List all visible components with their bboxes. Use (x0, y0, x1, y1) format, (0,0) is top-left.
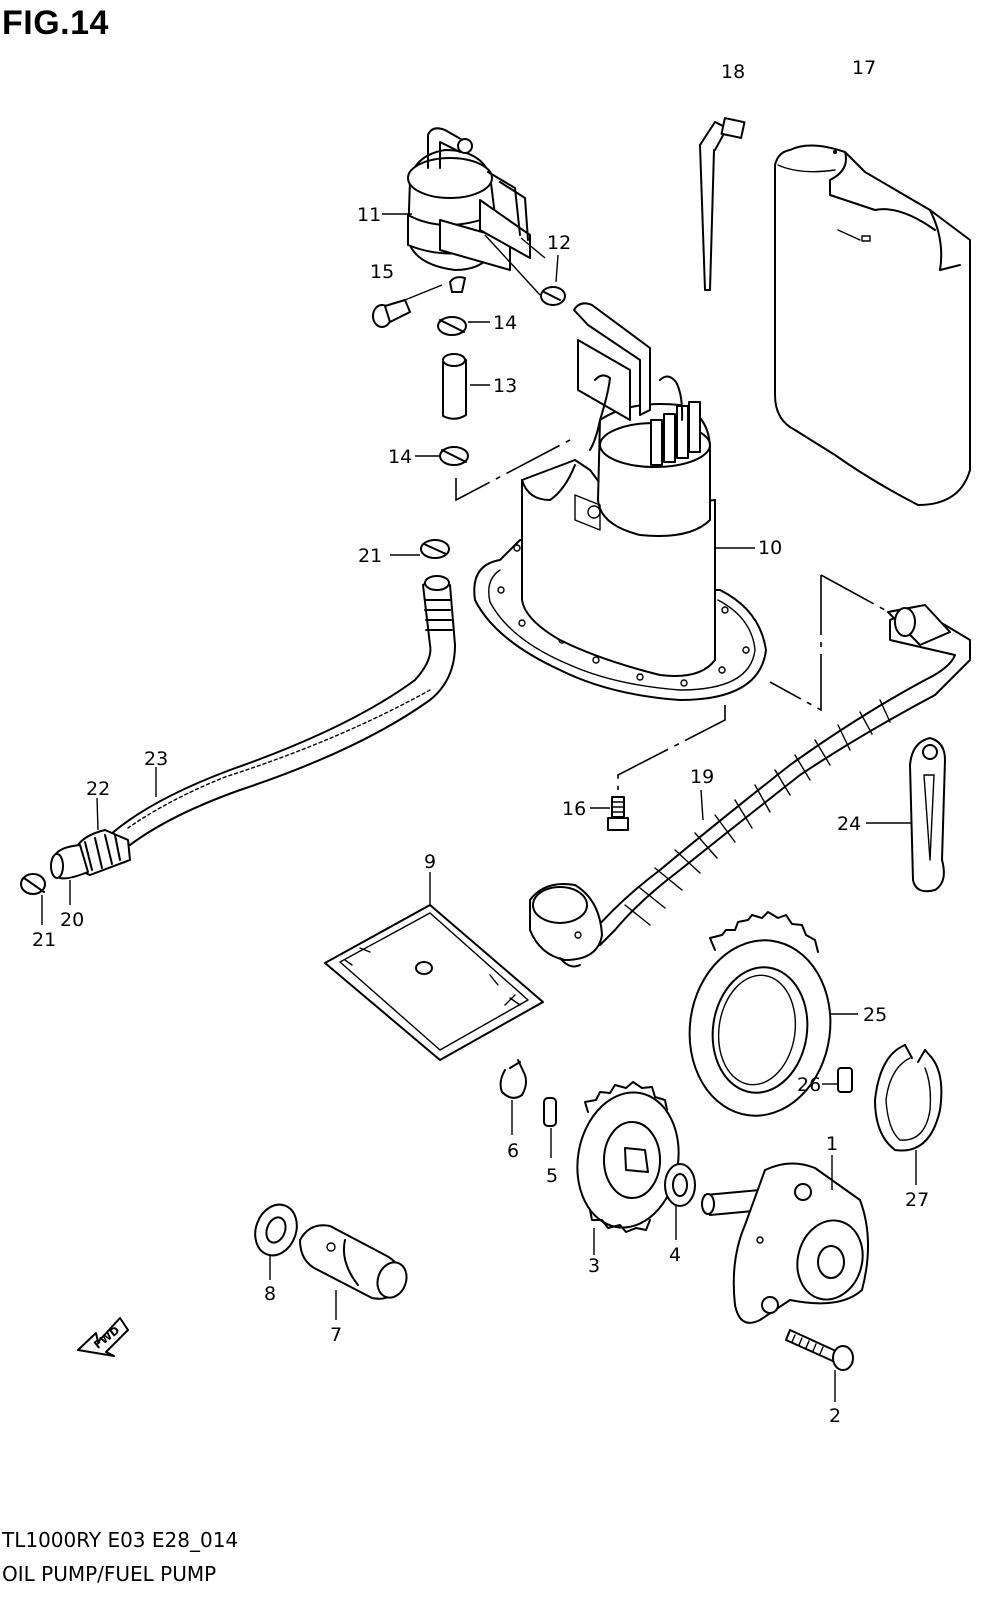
callout-13: 13 (493, 375, 517, 397)
callout-12: 12 (547, 232, 571, 254)
callout-14b: 14 (388, 446, 412, 468)
part-washer-4 (664, 1163, 696, 1207)
callout-6: 6 (507, 1140, 519, 1162)
part-cover (774, 144, 971, 506)
part-clamp-18 (699, 117, 746, 291)
callout-2: 2 (829, 1405, 841, 1427)
callout-21b: 21 (32, 929, 56, 951)
callout-20: 20 (60, 909, 84, 931)
part-bolt-16 (607, 796, 629, 831)
part-fuel-filter (407, 127, 531, 293)
figure-title: FIG.14 (2, 4, 109, 42)
part-screw-2 (785, 1329, 854, 1371)
part-fuel-pump (473, 302, 767, 701)
callout-21a: 21 (358, 545, 382, 567)
part-bolt-15 (372, 299, 411, 328)
callout-1: 1 (826, 1133, 838, 1155)
callout-22: 22 (86, 778, 110, 800)
callout-10: 10 (758, 537, 782, 559)
callout-7: 7 (330, 1324, 342, 1346)
callout-23: 23 (144, 748, 168, 770)
callout-4: 4 (669, 1244, 681, 1266)
part-hose-13 (442, 353, 467, 420)
callout-5: 5 (546, 1165, 558, 1187)
callout-11: 11 (357, 204, 381, 226)
part-driven-gear-3 (576, 1081, 680, 1233)
part-hose-23 (109, 575, 456, 846)
callout-27: 27 (905, 1189, 929, 1211)
callout-26: 26 (797, 1074, 821, 1096)
part-clamp-21-lower (20, 873, 46, 895)
part-oil-pump-body (701, 1162, 869, 1324)
part-washer-8 (254, 1203, 298, 1257)
part-circlip-6 (499, 1059, 527, 1099)
callout-17: 17 (852, 57, 876, 79)
part-clamp-12 (540, 286, 566, 306)
part-clamp-21-upper (420, 539, 450, 559)
callout-16: 16 (562, 798, 586, 820)
section-title: OIL PUMP/FUEL PUMP (2, 1562, 217, 1586)
part-gasket (324, 904, 544, 1061)
part-clamp-14-lower (439, 446, 469, 466)
part-clamp-14-upper (437, 316, 467, 336)
fwd-arrow-icon: FWD (77, 1317, 129, 1357)
part-circlip-27 (874, 1044, 943, 1152)
part-cover-22 (50, 829, 131, 880)
part-clamp-24 (909, 737, 946, 893)
callout-8: 8 (264, 1283, 276, 1305)
callout-19: 19 (690, 766, 714, 788)
callout-24: 24 (837, 813, 861, 835)
callout-3: 3 (588, 1255, 600, 1277)
part-shaft-7 (299, 1224, 408, 1300)
callout-15: 15 (370, 261, 394, 283)
model-code: TL1000RY E03 E28_014 (2, 1528, 239, 1552)
callout-14a: 14 (493, 312, 517, 334)
callout-25: 25 (863, 1004, 887, 1026)
callout-9: 9 (424, 851, 436, 873)
part-hose-19 (529, 604, 971, 968)
callout-18: 18 (721, 61, 745, 83)
part-pin-5 (543, 1097, 557, 1127)
part-gear-25 (688, 911, 832, 1117)
part-pin-26 (837, 1067, 853, 1093)
